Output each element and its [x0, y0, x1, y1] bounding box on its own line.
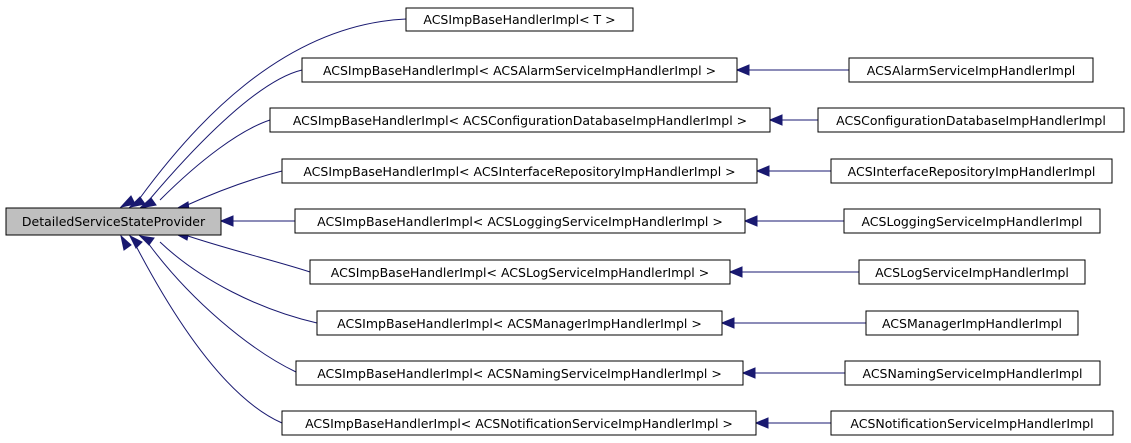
arrowhead-impl-7 — [741, 367, 756, 379]
template-label-4: ACSImpBaseHandlerImpl< ACSLoggingService… — [317, 214, 723, 229]
impl-label-4: ACSLoggingServiceImpHandlerImpl — [861, 214, 1082, 229]
root-label: DetailedServiceStateProvider — [22, 214, 206, 229]
template-node-2[interactable]: ACSImpBaseHandlerImpl< ACSConfigurationD… — [269, 107, 771, 133]
arrowhead-template-4 — [219, 215, 234, 227]
arrowhead-impl-5 — [728, 266, 743, 278]
edge-template-3 — [184, 170, 283, 207]
impl-label-2: ACSConfigurationDatabaseImpHandlerImpl — [836, 113, 1106, 128]
template-node-5[interactable]: ACSImpBaseHandlerImpl< ACSLogServiceImpH… — [309, 259, 731, 285]
arrowhead-template-8 — [120, 234, 132, 251]
template-label-5: ACSImpBaseHandlerImpl< ACSLogServiceImpH… — [331, 265, 709, 280]
arrowhead-template-0 — [119, 195, 136, 208]
edge-template-5 — [187, 235, 311, 273]
template-label-3: ACSImpBaseHandlerImpl< ACSInterfaceRepos… — [303, 164, 735, 179]
edge-template-0 — [139, 18, 407, 199]
template-node-1[interactable]: ACSImpBaseHandlerImpl< ACSAlarmServiceIm… — [301, 57, 738, 83]
template-node-4[interactable]: ACSImpBaseHandlerImpl< ACSLoggingService… — [294, 208, 746, 234]
template-label-7: ACSImpBaseHandlerImpl< ACSNamingServiceI… — [317, 366, 722, 381]
edge-template-7 — [147, 242, 297, 373]
impl-node-6[interactable]: ACSManagerImpHandlerImpl — [865, 310, 1079, 336]
edge-template-6 — [159, 241, 318, 324]
template-node-3[interactable]: ACSImpBaseHandlerImpl< ACSInterfaceRepos… — [281, 158, 758, 184]
template-label-6: ACSImpBaseHandlerImpl< ACSManagerImpHand… — [337, 316, 702, 331]
impl-node-8[interactable]: ACSNotificationServiceImpHandlerImpl — [830, 410, 1114, 436]
impl-node-2[interactable]: ACSConfigurationDatabaseImpHandlerImpl — [817, 107, 1125, 133]
arrowhead-impl-4 — [743, 215, 758, 227]
edge-template-2 — [159, 119, 271, 201]
template-label-1: ACSImpBaseHandlerImpl< ACSAlarmServiceIm… — [323, 63, 716, 78]
arrowhead-impl-1 — [735, 64, 750, 76]
impl-node-4[interactable]: ACSLoggingServiceImpHandlerImpl — [843, 208, 1101, 234]
arrowhead-template-2 — [138, 197, 157, 209]
impl-node-3[interactable]: ACSInterfaceRepositoryImpHandlerImpl — [830, 158, 1113, 184]
edge-template-8 — [134, 243, 283, 424]
arrowhead-impl-3 — [755, 165, 770, 177]
arrowhead-impl-8 — [754, 417, 769, 429]
template-label-8: ACSImpBaseHandlerImpl< ACSNotificationSe… — [305, 416, 733, 431]
impl-label-7: ACSNamingServiceImpHandlerImpl — [863, 366, 1083, 381]
impl-label-5: ACSLogServiceImpHandlerImpl — [875, 265, 1069, 280]
template-label-0: ACSImpBaseHandlerImpl< T > — [423, 12, 615, 27]
template-node-0[interactable]: ACSImpBaseHandlerImpl< T > — [405, 7, 634, 32]
impl-label-6: ACSManagerImpHandlerImpl — [882, 316, 1062, 331]
template-label-2: ACSImpBaseHandlerImpl< ACSConfigurationD… — [293, 113, 747, 128]
root-node[interactable]: DetailedServiceStateProvider — [5, 207, 222, 236]
arrowhead-template-7 — [128, 234, 143, 249]
impl-label-8: ACSNotificationServiceImpHandlerImpl — [850, 416, 1093, 431]
arrowhead-template-6 — [138, 235, 155, 246]
arrowhead-impl-6 — [720, 317, 735, 329]
edge-template-1 — [149, 69, 303, 200]
impl-node-1[interactable]: ACSAlarmServiceImpHandlerImpl — [848, 57, 1094, 83]
impl-node-7[interactable]: ACSNamingServiceImpHandlerImpl — [844, 360, 1101, 386]
impl-node-5[interactable]: ACSLogServiceImpHandlerImpl — [858, 259, 1086, 285]
arrowhead-impl-2 — [768, 114, 783, 126]
template-node-6[interactable]: ACSImpBaseHandlerImpl< ACSManagerImpHand… — [316, 310, 723, 336]
impl-label-1: ACSAlarmServiceImpHandlerImpl — [867, 63, 1076, 78]
template-node-8[interactable]: ACSImpBaseHandlerImpl< ACSNotificationSe… — [281, 410, 757, 436]
arrowhead-template-1 — [128, 196, 146, 208]
template-node-7[interactable]: ACSImpBaseHandlerImpl< ACSNamingServiceI… — [295, 360, 744, 386]
impl-label-3: ACSInterfaceRepositoryImpHandlerImpl — [848, 164, 1096, 179]
